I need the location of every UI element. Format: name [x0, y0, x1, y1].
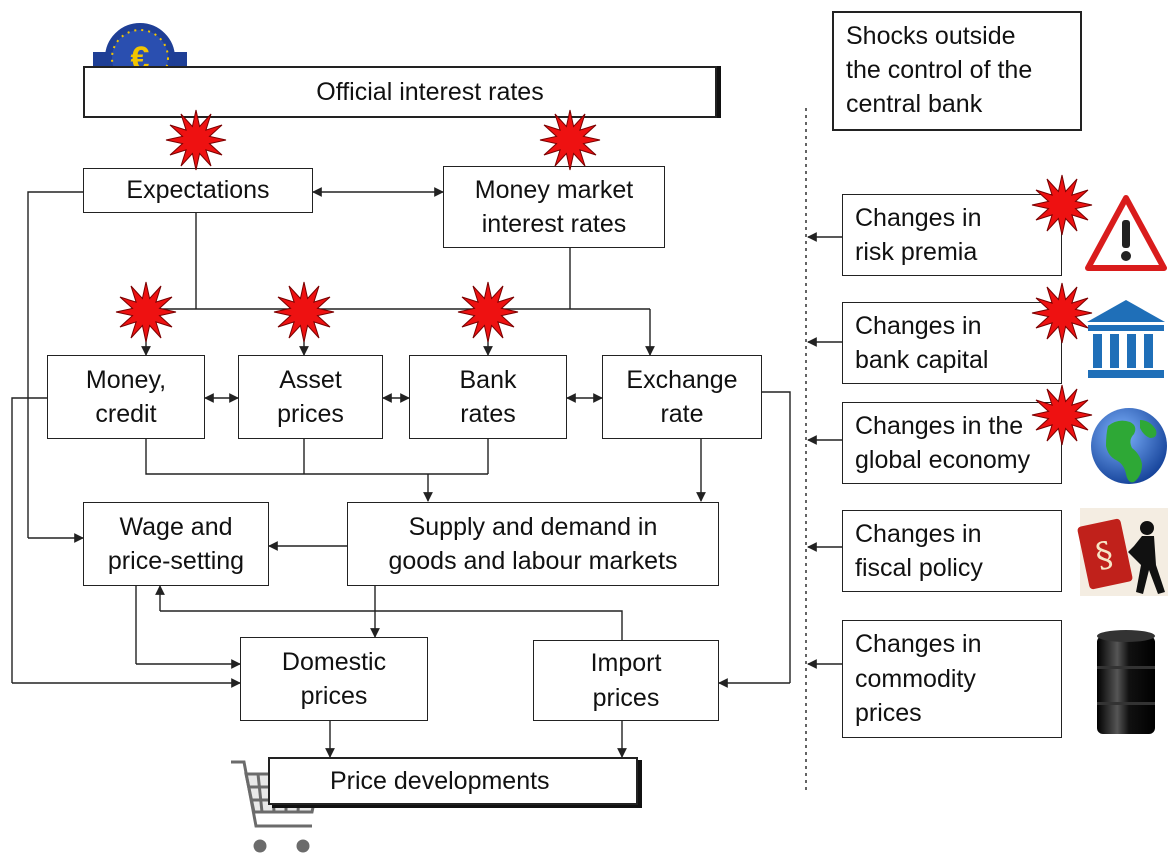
money-credit-label: Money, credit [85, 365, 167, 429]
wage-price-setting-label: Wage and price-setting [107, 512, 245, 576]
globe-icon [1091, 408, 1167, 484]
shocks-header-box: Shocks outside the control of the centra… [832, 11, 1082, 131]
bank-building-icon [1087, 300, 1165, 378]
shock-box-fiscal-policy: Changes in fiscal policy [842, 510, 1062, 592]
shock-box-risk-premia: Changes in risk premia [842, 194, 1062, 276]
import-prices-label: Import prices [590, 649, 662, 712]
supply-demand-label: Supply and demand in goods and labour ma… [388, 512, 678, 576]
asset-prices-label: Asset prices [277, 365, 344, 429]
oil-barrel-icon [1097, 630, 1155, 734]
official-interest-rates-label: Official interest rates [316, 77, 544, 106]
fiscal-paragraph-icon: § [1077, 508, 1168, 596]
wage-price-setting-box: Wage and price-setting [83, 502, 269, 586]
import-prices-box: Import prices [533, 640, 719, 721]
warning-sign-icon [1085, 195, 1167, 271]
shock-box-bank-capital: Changes in bank capital [842, 302, 1062, 384]
shock-box-global-economy: Changes in the global economy [842, 402, 1062, 484]
asset-prices-box: Asset prices [238, 355, 383, 439]
expectations-box: Expectations [83, 168, 313, 213]
official-interest-rates-box: Official interest rates [83, 66, 717, 118]
money-market-box: Money market interest rates [443, 166, 665, 248]
domestic-prices-box: Domestic prices [240, 637, 428, 721]
shock-label: Changes in the global economy [855, 411, 1031, 475]
domestic-prices-label: Domestic prices [281, 647, 387, 711]
shock-label: Changes in risk premia [855, 203, 982, 267]
shock-label: Changes in fiscal policy [855, 519, 983, 583]
money-market-label: Money market interest rates [474, 175, 634, 239]
exchange-rate-label: Exchange rate [626, 365, 738, 429]
shocks-header-label: Shocks outside the control of the centra… [846, 22, 1033, 118]
price-developments-label: Price developments [330, 766, 550, 795]
shock-label: Changes in bank capital [855, 311, 989, 375]
exchange-rate-box: Exchange rate [602, 355, 762, 439]
price-developments-box: Price developments [268, 757, 638, 805]
expectations-label: Expectations [126, 176, 270, 205]
supply-demand-box: Supply and demand in goods and labour ma… [347, 502, 719, 586]
bank-rates-label: Bank rates [459, 365, 517, 429]
bank-rates-box: Bank rates [409, 355, 567, 439]
money-credit-box: Money, credit [47, 355, 205, 439]
shock-box-commodity-prices: Changes in commodity prices [842, 620, 1062, 738]
shock-label: Changes in commodity prices [855, 630, 982, 728]
